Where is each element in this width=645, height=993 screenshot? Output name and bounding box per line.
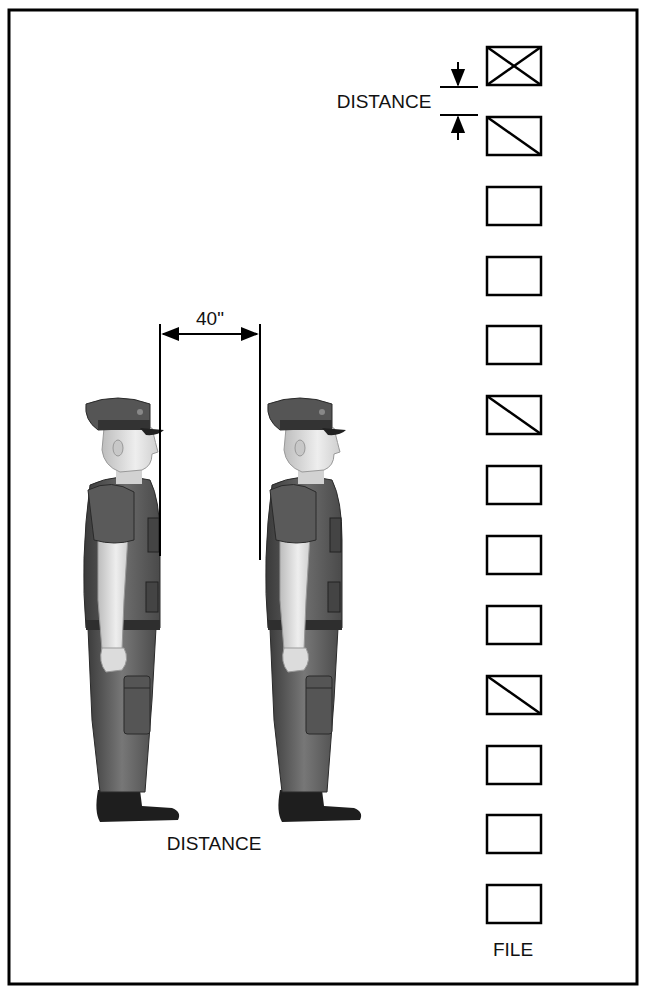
file-boxes bbox=[487, 47, 541, 923]
distance-label: DISTANCE bbox=[337, 92, 432, 111]
soldier-figure bbox=[84, 398, 179, 822]
file-label: FILE bbox=[493, 940, 533, 959]
frame bbox=[9, 10, 637, 984]
soldier-figure bbox=[266, 398, 361, 822]
distance-label: DISTANCE bbox=[167, 834, 262, 853]
dimension-label: 40" bbox=[196, 309, 224, 328]
dimension-line bbox=[160, 324, 260, 560]
box-marks bbox=[487, 47, 541, 714]
distance-marker bbox=[440, 62, 478, 140]
